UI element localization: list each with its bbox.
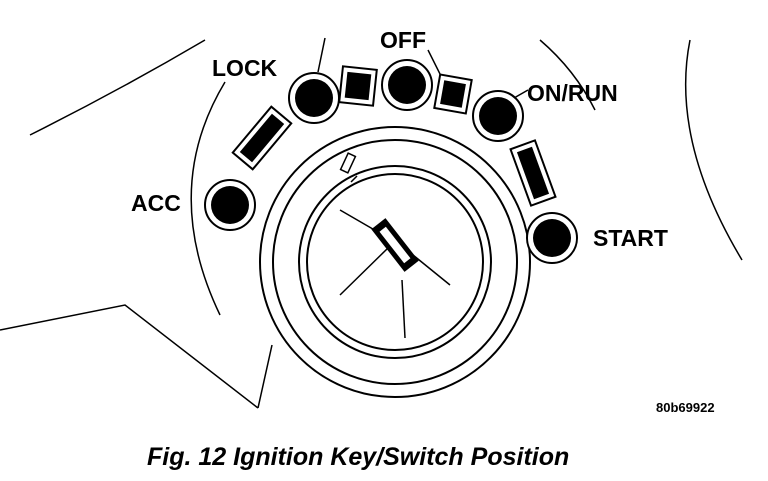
acc-label: ACC [131, 190, 181, 216]
switch-bezel [259, 126, 531, 398]
lock-label: LOCK [212, 55, 278, 81]
acc-position-dot [204, 179, 256, 231]
acc-lock-bar [231, 105, 293, 171]
off-position-dot [381, 59, 433, 111]
figure-caption: Fig. 12 Ignition Key/Switch Position [147, 443, 569, 471]
figure-code: 80b69922 [656, 400, 715, 415]
lock-position-dot [288, 72, 340, 124]
start-position-dot [526, 212, 578, 264]
start-label: START [593, 225, 668, 251]
leader-lines [427, 49, 529, 99]
key-cylinder [339, 152, 451, 339]
on-run-label: ON/RUN [527, 80, 618, 106]
dashboard-contour-lines [0, 37, 743, 409]
position-indicators [204, 59, 578, 264]
on-run-position-dot [472, 90, 524, 142]
reference-marker [339, 152, 357, 174]
off-on-square [433, 73, 473, 115]
key-slot [371, 218, 419, 272]
off-label: OFF [380, 27, 426, 53]
on-start-bar [509, 139, 557, 207]
lock-off-square [338, 65, 378, 107]
